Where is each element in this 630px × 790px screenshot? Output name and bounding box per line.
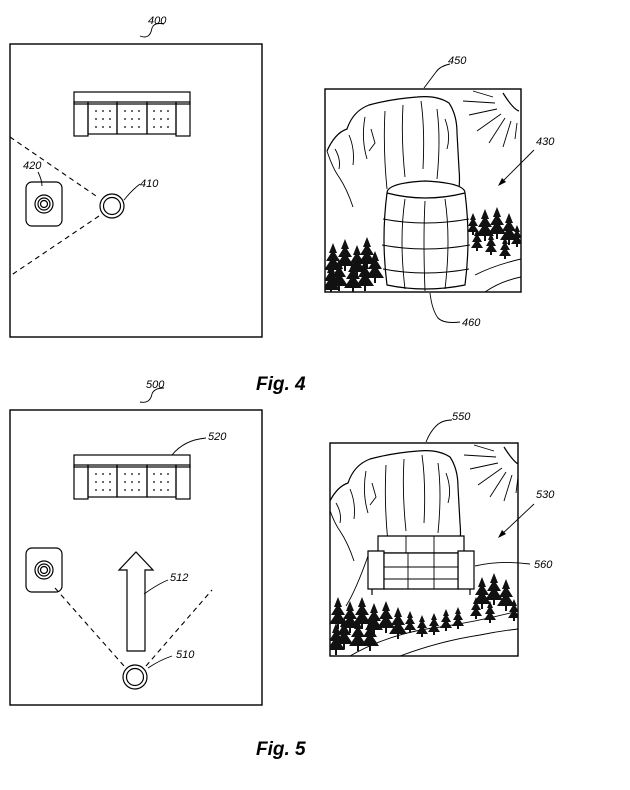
- fig4-display-view: 450 430 460: [324, 55, 555, 329]
- fig4-label-display: 450: [448, 55, 467, 67]
- fig4-leader-display: [423, 63, 451, 89]
- fig5-sofa: [73, 454, 191, 500]
- fig4-leader-user: [123, 183, 141, 201]
- fig5-leader-display: [425, 419, 453, 443]
- fig4-room-diagram: 400 420 410: [9, 15, 263, 338]
- fig4-caption: Fig. 4: [256, 374, 306, 395]
- fig5-label-user: 510: [176, 649, 195, 661]
- fig5-leader-sofa: [171, 437, 207, 456]
- fig4-label-room: 400: [148, 15, 167, 27]
- fig5-caption: Fig. 5: [256, 739, 306, 760]
- fig4-virtual-barrel: [381, 180, 471, 292]
- fig4-device: [25, 181, 63, 227]
- fig4-fov-line-lower: [9, 215, 100, 277]
- fig4-room-outline: [9, 43, 263, 338]
- fig4-sofa: [73, 91, 191, 137]
- fig5-scene: [330, 444, 518, 656]
- fig4-scene: [325, 90, 521, 292]
- fig4-label-user: 410: [140, 178, 159, 190]
- fig5-user: [122, 664, 148, 690]
- fig5-leader-object: [474, 561, 531, 567]
- fig5-label-room: 500: [146, 379, 165, 391]
- fig5-leader-user: [147, 655, 173, 669]
- fig4-leader-object: [429, 292, 461, 323]
- fig5-room-outline: [9, 409, 263, 706]
- fig4-label-view: 430: [536, 136, 555, 148]
- fig5-virtual-sofa: [367, 535, 475, 595]
- fig5-label-display: 550: [452, 411, 471, 423]
- fig5-fov-line-left: [54, 587, 125, 667]
- fig5-display-view: 550 530 560: [329, 411, 555, 657]
- fig4-view-arrowhead: [498, 178, 506, 186]
- fig5-direction-arrow: [117, 551, 155, 652]
- fig5-leader-direction: [143, 579, 169, 595]
- fig5-device: [25, 547, 63, 593]
- fig5-label-sofa: 520: [208, 431, 227, 443]
- fig5-leader-room: [139, 387, 165, 403]
- fig5-label-direction: 512: [170, 572, 188, 584]
- fig5-display-outline: [329, 442, 519, 657]
- fig5-label-view: 530: [536, 489, 555, 501]
- fig5-leader-object-left: [345, 555, 369, 607]
- fig5-leader-view: [499, 503, 535, 537]
- fig5-fov-line-right: [145, 589, 213, 667]
- fig5-room-diagram: 500 520 512 510: [9, 379, 263, 706]
- fig5-label-object: 560: [534, 559, 553, 571]
- fig4-leader-view: [499, 149, 535, 185]
- fig4-label-object: 460: [462, 317, 481, 329]
- fig4-leader-device: [37, 171, 43, 187]
- fig4-leader-room: [139, 23, 165, 38]
- fig5-view-arrowhead: [498, 530, 506, 538]
- fig4-user: [99, 193, 125, 219]
- fig4-display-outline: [324, 88, 522, 293]
- fig4-label-device: 420: [23, 160, 42, 172]
